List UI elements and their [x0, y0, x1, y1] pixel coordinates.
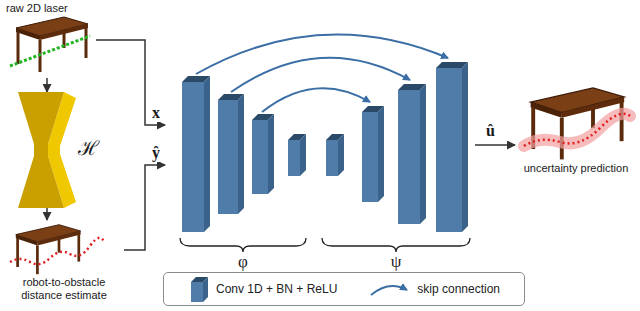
distance-figure: robot-to-obstacle distance estimate [4, 220, 124, 308]
skip-arrows [196, 34, 448, 112]
hourglass-front [18, 92, 64, 208]
node-text: ℋ [78, 136, 98, 160]
hourglass-network: ℋ [18, 92, 98, 208]
legend-swatch [191, 282, 203, 302]
connector-arrow [96, 40, 165, 125]
legend-swatch-icon [188, 276, 210, 302]
legend-entry: Conv 1D + BN + ReLU [188, 276, 337, 302]
table-figure [10, 17, 90, 72]
legend-entry: skip connection [369, 280, 500, 298]
connector-arrow [475, 144, 515, 146]
node-text: robot-to-obstacle distance estimate [4, 276, 124, 302]
swatch-side [203, 277, 208, 302]
connector-arrow [46, 208, 48, 220]
conv-blocks [182, 62, 468, 232]
legend-line-sample [369, 280, 411, 298]
connector-arrow [124, 165, 165, 250]
edge-label: x [150, 104, 162, 122]
laser-scan-figure: raw 2D laser [4, 2, 96, 78]
uncertainty-figure: uncertainty prediction [515, 80, 637, 190]
table-figure [524, 88, 630, 159]
node-text: ψ [386, 252, 406, 272]
edge-label: û [484, 122, 497, 140]
edge-label: ŷ [150, 144, 162, 162]
legend-text: Conv 1D + BN + ReLU [216, 282, 337, 296]
table-figure [10, 225, 104, 275]
node-text: raw 2D laser [6, 2, 94, 15]
legend-box: Conv 1D + BN + ReLU skip connection [163, 272, 525, 306]
legend-arrow [371, 286, 407, 295]
connector-arrow [46, 78, 48, 92]
node-text: φ [233, 252, 253, 272]
brace [180, 238, 470, 252]
node-text: uncertainty prediction [515, 162, 637, 175]
legend-text: skip connection [417, 282, 500, 296]
unet-network: φψ [165, 35, 475, 274]
